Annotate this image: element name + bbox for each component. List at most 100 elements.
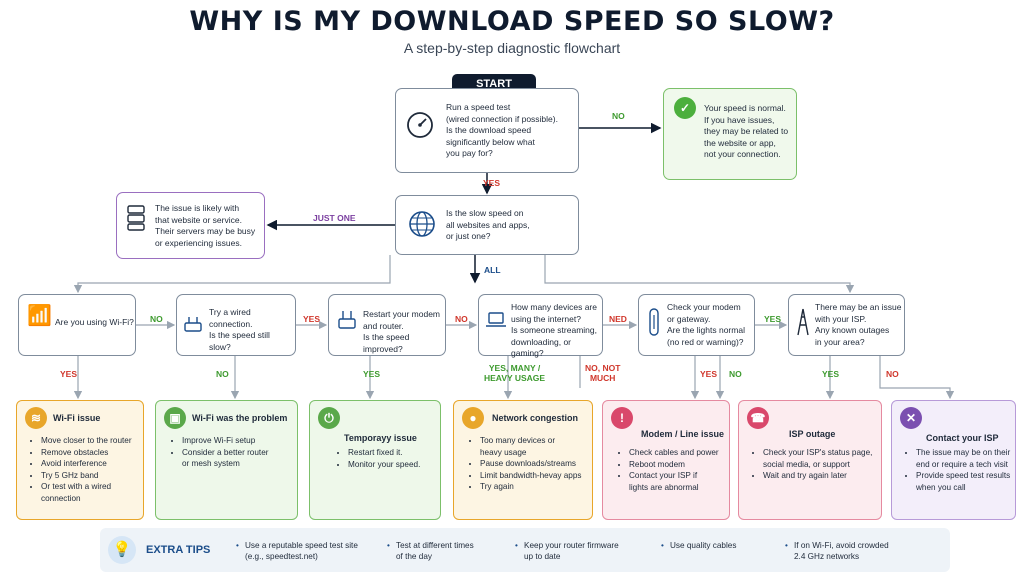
slow-everywhere-text: Is the slow speed on all websites and ap… xyxy=(446,208,530,241)
tip-item: Use a reputable speed test site (e.g., s… xyxy=(236,540,358,562)
laptop-icon xyxy=(486,312,506,327)
result-title: Modem / Line issue xyxy=(641,429,725,439)
result-list: The issue may be on their end or require… xyxy=(904,447,1010,493)
result-list: Check your ISP's status page, social med… xyxy=(751,447,872,482)
tower-icon xyxy=(797,308,809,336)
list-item: Restart fixed it. xyxy=(348,447,420,459)
speed-normal-box: ✓ Your speed is normal. If you have issu… xyxy=(663,88,797,180)
result-title: ISP outage xyxy=(789,429,836,439)
lightbulb-icon: 💡 xyxy=(108,536,136,564)
tip-item: Keep your router firmware up to date xyxy=(515,540,619,562)
website-issue-text: The issue is likely with that website or… xyxy=(155,203,256,248)
label-just-one: JUST ONE xyxy=(313,213,356,223)
result-list: Restart fixed it. Monitor your speed. xyxy=(336,447,420,470)
speed-test-text: Run a speed test (wired connection if po… xyxy=(446,102,558,158)
label-no-wifi: NO xyxy=(150,314,163,324)
wifi-icon: ≋ xyxy=(25,407,47,429)
label-no-modem: NO xyxy=(729,369,742,379)
page-title: WHY IS MY DOWNLOAD SPEED SO SLOW? xyxy=(189,6,835,37)
result-title: Contact your ISP xyxy=(926,433,999,443)
result-contact-isp: ✕ Contact your ISP The issue may be on t… xyxy=(891,400,1016,520)
label-no-wired-slow: NO xyxy=(216,369,229,379)
result-modem-line-issue: ! Modem / Line issue Check cables and po… xyxy=(602,400,730,520)
result-temporary-issue: ⏻ Temporayy issue Restart fixed it. Moni… xyxy=(309,400,441,520)
gauge-icon xyxy=(407,112,433,138)
router-icon xyxy=(184,317,202,332)
restart-question-box: Restart your modem and router. Is the sp… xyxy=(328,294,446,356)
list-item: Provide speed test results when you call xyxy=(916,470,1010,493)
tools-icon: ✕ xyxy=(900,407,922,429)
list-item: Check your ISP's status page, social med… xyxy=(763,447,872,470)
list-item: Too many devices or heavy usage xyxy=(480,435,582,458)
list-item: Monitor your speed. xyxy=(348,459,420,471)
extra-tips-bar: 💡 EXTRA TIPS Use a reputable speed test … xyxy=(100,528,950,572)
list-item: Pause downloads/streams xyxy=(480,458,582,470)
list-item: Or test with a wired connection xyxy=(41,481,132,504)
result-title: Wi-Fi issue xyxy=(53,413,101,423)
wifi-question-text: Are you using Wi-Fi? xyxy=(55,317,134,327)
list-item: Improve Wi-Fi setup xyxy=(182,435,268,447)
slow-everywhere-box: Is the slow speed on all websites and ap… xyxy=(395,195,579,255)
restart-question-text: Restart your modem and router. Is the sp… xyxy=(363,309,440,354)
label-yes-restart: YES xyxy=(363,369,381,379)
list-item: Avoid interference xyxy=(41,458,132,470)
isp-question-box: There may be an issue with your ISP. Any… xyxy=(788,294,905,356)
isp-question-text: There may be an issue with your ISP. Any… xyxy=(815,302,902,347)
list-item: Limit bandwidth-hevay apps xyxy=(480,470,582,482)
wifi-question-box: 📶 Are you using Wi-Fi? xyxy=(18,294,136,356)
list-item: Move closer to the router xyxy=(41,435,132,447)
label-no-isp: NO xyxy=(886,369,899,379)
headset-icon: ☎ xyxy=(747,407,769,429)
result-isp-outage: ☎ ISP outage Check your ISP's status pag… xyxy=(738,400,882,520)
label-yes-many: YES, MANY / HEAVY USAGE xyxy=(484,363,546,383)
list-item: Try 5 GHz band xyxy=(41,470,132,482)
list-item: Try again xyxy=(480,481,582,493)
modem-icon xyxy=(338,311,356,329)
label-no-restart: NO xyxy=(455,314,468,324)
result-wifi-issue: ≋ Wi-Fi issue Move closer to the router … xyxy=(16,400,144,520)
result-wifi-problem: ▣ Wi-Fi was the problem Improve Wi-Fi se… xyxy=(155,400,298,520)
server-icon xyxy=(127,205,145,231)
website-issue-box: The issue is likely with that website or… xyxy=(116,192,265,259)
list-item: Remove obstacles xyxy=(41,447,132,459)
result-title: Temporayy issue xyxy=(344,433,417,443)
tip-item: Test at different times of the day xyxy=(387,540,474,562)
list-item: Contact your ISP if lights are abnormal xyxy=(629,470,719,493)
list-item: Consider a better router or mesh system xyxy=(182,447,268,470)
modem-question-text: Check your modem or gateway. Are the lig… xyxy=(667,302,745,347)
list-item: Check cables and power xyxy=(629,447,719,459)
power-icon: ⏻ xyxy=(318,407,340,429)
label-yes-using-wifi: YES xyxy=(60,369,78,379)
users-icon: ● xyxy=(462,407,484,429)
label-ned: NED xyxy=(609,314,627,324)
label-yes-top: YES xyxy=(483,178,501,188)
result-list: Improve Wi-Fi setup Consider a better ro… xyxy=(170,435,268,470)
wifi-icon: 📶 xyxy=(27,305,52,327)
extra-tips-title: EXTRA TIPS xyxy=(146,544,211,556)
result-title: Network congestion xyxy=(492,413,579,423)
router-icon: ▣ xyxy=(164,407,186,429)
label-yes-modem-row: YES xyxy=(764,314,782,324)
tip-item: Use quality cables xyxy=(661,540,737,551)
modem-question-box: Check your modem or gateway. Are the lig… xyxy=(638,294,755,356)
wired-question-text: Try a wired connection. Is the speed sti… xyxy=(209,307,270,352)
label-no-top: NO xyxy=(612,111,625,121)
gateway-icon xyxy=(649,308,659,336)
alert-icon: ! xyxy=(611,407,633,429)
wired-question-box: Try a wired connection. Is the speed sti… xyxy=(176,294,296,356)
check-icon: ✓ xyxy=(674,97,696,119)
list-item: Wait and try again later xyxy=(763,470,872,482)
list-item: The issue may be on their end or require… xyxy=(916,447,1010,470)
label-all: ALL xyxy=(484,265,501,275)
list-item: Reboot modem xyxy=(629,459,719,471)
devices-question-text: How many devices are using the internet?… xyxy=(511,302,597,358)
globe-icon xyxy=(409,211,435,237)
result-list: Too many devices or heavy usage Pause do… xyxy=(468,435,582,493)
devices-question-box: How many devices are using the internet?… xyxy=(478,294,603,358)
label-yes-wired: YES xyxy=(303,314,321,324)
label-yes-isp: YES xyxy=(822,369,840,379)
result-network-congestion: ● Network congestion Too many devices or… xyxy=(453,400,593,520)
result-list: Check cables and power Reboot modem Cont… xyxy=(617,447,719,493)
speed-normal-text: Your speed is normal. If you have issues… xyxy=(704,103,789,159)
